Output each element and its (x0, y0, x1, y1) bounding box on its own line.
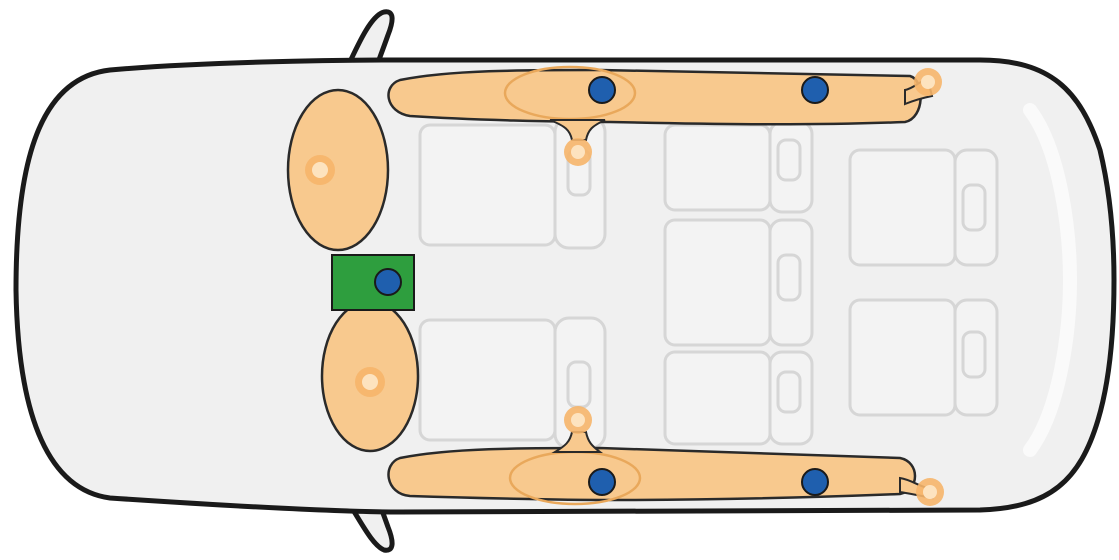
middle-left-seat (663, 120, 814, 214)
rear-right-seat (848, 298, 999, 417)
sensor-left-rear-icon (801, 76, 829, 104)
inflator-left-curtain-front (564, 138, 592, 166)
left-curtain-airbag (387, 65, 934, 141)
control-unit-sensor-icon (374, 268, 402, 296)
inflator-right-curtain-rear (916, 478, 944, 506)
sensor-right-rear-icon (801, 468, 829, 496)
inflator-driver (305, 155, 335, 185)
right-curtain-airbag (387, 431, 934, 506)
inflator-passenger (355, 367, 385, 397)
inflator-left-curtain-rear (914, 68, 942, 96)
rear-left-seat (848, 148, 999, 267)
inflators (305, 68, 944, 506)
airbag-control-unit (331, 254, 415, 311)
sensor-left-front-icon (588, 76, 616, 104)
rear-window (1023, 103, 1078, 457)
driver-front-airbag (286, 88, 390, 252)
seats (418, 116, 999, 450)
side-sensors (588, 76, 829, 496)
middle-center-seat (663, 218, 814, 347)
inflator-right-curtain-front (564, 406, 592, 434)
middle-right-seat (663, 350, 814, 446)
sensor-right-front-icon (588, 468, 616, 496)
